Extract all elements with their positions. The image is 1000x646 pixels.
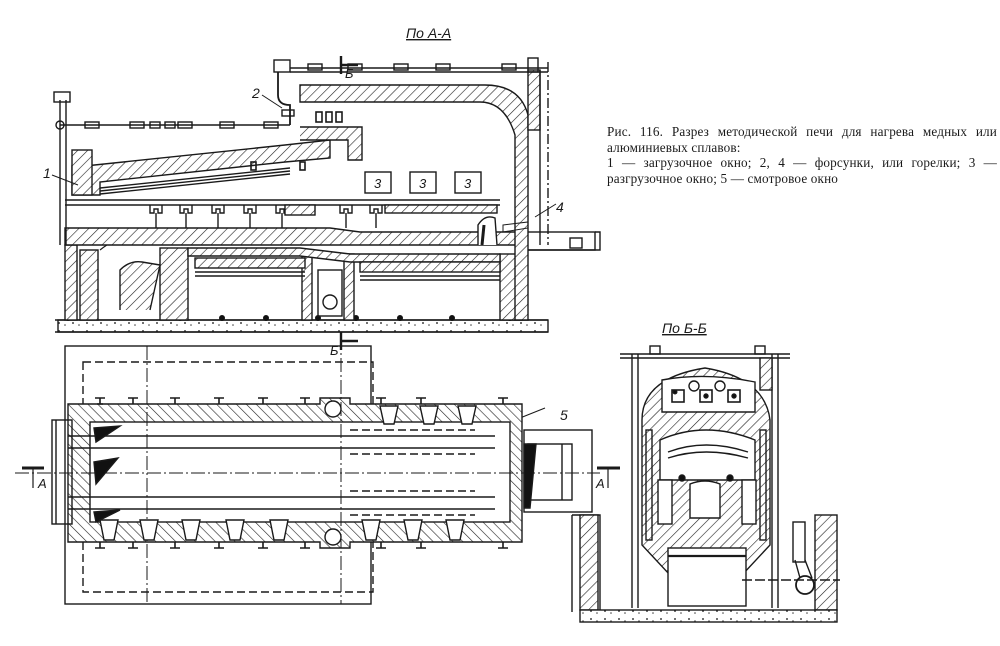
ground-slab [57, 319, 549, 333]
bottom-ports [99, 405, 477, 541]
callout-4: 4 [556, 199, 564, 215]
figure-caption: Рис. 116. Разрез методической печи для н… [607, 124, 997, 186]
callout-2: 2 [251, 85, 260, 101]
callout-5: 5 [560, 407, 568, 423]
callout-1: 1 [43, 165, 51, 181]
burner-port-top [324, 400, 342, 418]
caption-legend: 1 — загрузочное окно; 2, 4 — форсунки, и… [607, 155, 997, 186]
section-aa-view [53, 57, 601, 333]
foundation-slab-bb [579, 609, 838, 623]
unloading-door-3 [454, 171, 482, 194]
skid-supports [149, 205, 383, 228]
top-clamps [307, 57, 539, 73]
section-mark-b-top: Б [345, 66, 354, 81]
roof-clamps [84, 121, 279, 129]
callout-3b: 3 [419, 176, 427, 191]
callout-leaders [51, 94, 557, 419]
section-mark-a-left: А [37, 476, 47, 491]
burner-port-bottom [324, 528, 342, 546]
plan-view [15, 56, 620, 605]
section-bb-view [571, 345, 840, 623]
section-bb-title: По Б-Б [662, 320, 707, 336]
columns [95, 397, 508, 549]
callout-3c: 3 [464, 176, 472, 191]
caption-title: Рис. 116. Разрез методической печи для н… [607, 124, 997, 155]
section-aa-title: По А-А [406, 25, 451, 41]
section-mark-b-mid: Б [330, 343, 339, 358]
section-mark-a-right: А [595, 476, 605, 491]
callout-3a: 3 [374, 176, 382, 191]
unloading-door-1 [364, 171, 392, 194]
unloading-door-2 [409, 171, 437, 194]
